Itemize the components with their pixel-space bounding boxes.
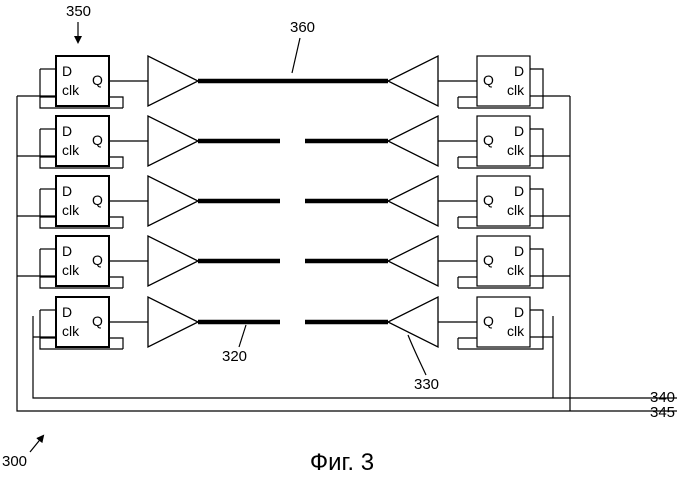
pin-q-label: Q — [483, 72, 494, 88]
pin-q-label: Q — [92, 72, 103, 88]
channel-row-2: Dclk Q Q Dclk — [17, 116, 570, 168]
left-driver-3 — [148, 176, 198, 226]
pin-d-label: D — [514, 183, 524, 199]
pin-d-label: D — [514, 63, 524, 79]
pin-d-label: D — [62, 123, 72, 139]
ref-320-leader — [239, 325, 246, 347]
pin-q-label: Q — [92, 132, 103, 148]
channel-row-4: Dclk Q Q Dclk — [17, 236, 570, 288]
pin-clk-label: clk — [507, 262, 525, 278]
pin-clk-label: clk — [62, 262, 80, 278]
pin-clk-label: clk — [62, 323, 80, 339]
pin-q-label: Q — [483, 192, 494, 208]
right-receiver-3 — [388, 176, 438, 226]
pin-clk-label: clk — [62, 82, 80, 98]
left-driver-4 — [148, 236, 198, 286]
ref-300: 300 — [2, 453, 27, 470]
left-driver-5 — [148, 297, 198, 347]
left-driver-1 — [148, 56, 198, 106]
pin-clk-label: clk — [507, 142, 525, 158]
ref-345: 345 — [650, 404, 675, 421]
right-receiver-4 — [388, 236, 438, 286]
right-receiver-1 — [388, 56, 438, 106]
pin-d-label: D — [514, 243, 524, 259]
pin-q-label: Q — [483, 313, 494, 329]
channel-row-5: Dclk Q Q Dclk — [33, 297, 553, 349]
pin-d-label: D — [62, 183, 72, 199]
ref-360-leader — [292, 38, 300, 73]
ref-360: 360 — [290, 19, 315, 36]
ref-330-leader — [408, 335, 426, 375]
pin-clk-label: clk — [62, 142, 80, 158]
pin-clk-label: clk — [507, 82, 525, 98]
pin-clk-label: clk — [507, 202, 525, 218]
pin-q-label: Q — [92, 252, 103, 268]
channel-row-3: Dclk Q Q Dclk — [17, 176, 570, 228]
pin-q-label: Q — [483, 132, 494, 148]
ref-320: 320 — [222, 348, 247, 365]
pin-d-label: D — [62, 243, 72, 259]
left-driver-2 — [148, 116, 198, 166]
pin-clk-label: clk — [507, 323, 525, 339]
pin-d-label: D — [514, 304, 524, 320]
figure-caption: Фиг. 3 — [310, 449, 374, 476]
pin-q-label: Q — [92, 192, 103, 208]
pin-clk-label: clk — [62, 202, 80, 218]
ref-350: 350 — [66, 3, 91, 20]
channel-rows: DclkQQDclkDclkQQDclkDclkQQDclkDclkQQDclk… — [17, 56, 570, 349]
right-receiver-2 — [388, 116, 438, 166]
line-340 — [33, 316, 677, 398]
pin-d-label: D — [514, 123, 524, 139]
ref-300-arrow — [30, 436, 43, 452]
pin-d-label: D — [62, 304, 72, 320]
pin-q-label: Q — [92, 313, 103, 329]
right-receiver-5 — [388, 297, 438, 347]
pin-d-label: D — [62, 63, 72, 79]
pin-q-label: Q — [483, 252, 494, 268]
ref-330: 330 — [414, 376, 439, 393]
